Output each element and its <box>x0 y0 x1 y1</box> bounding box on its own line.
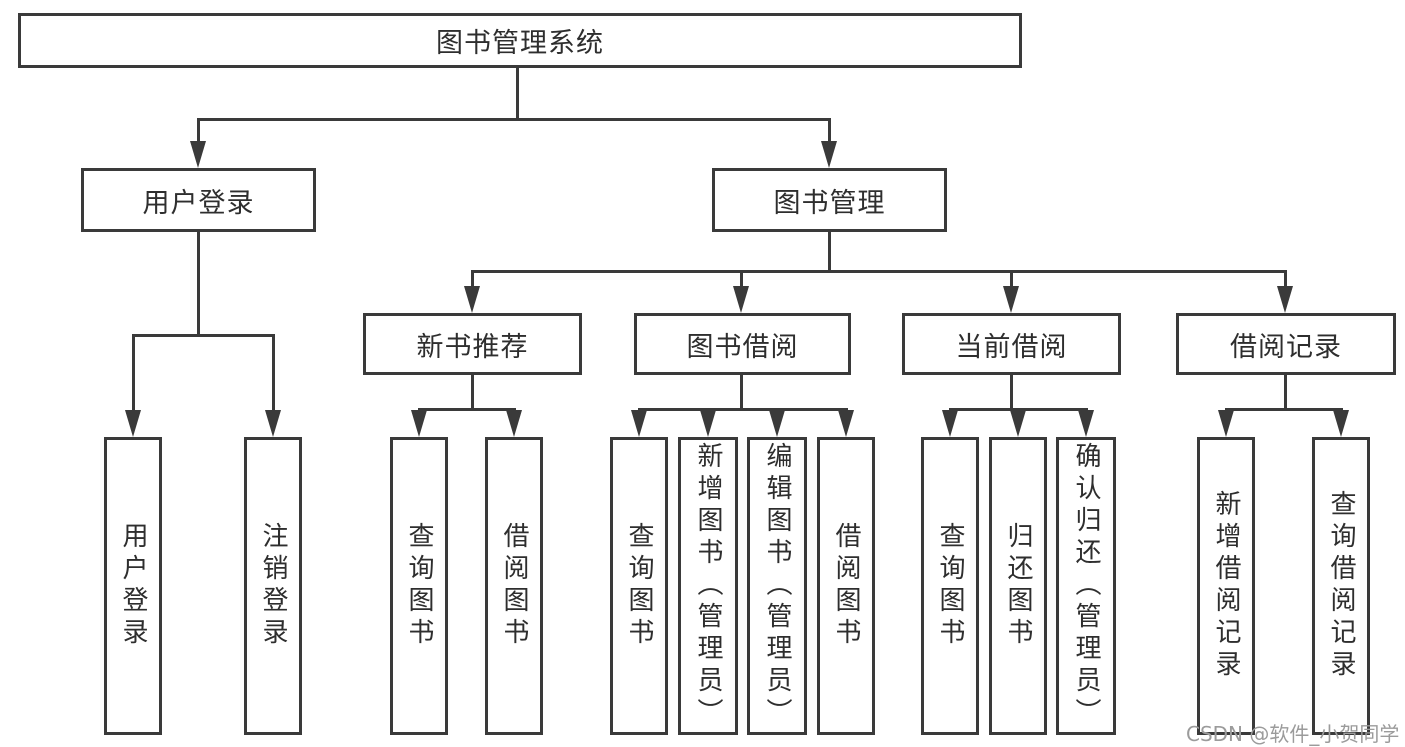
arrow-down-icon <box>821 141 837 168</box>
leaf-query-books-recommend: 查询图书 <box>390 437 448 735</box>
arrow-down-icon <box>1078 410 1094 437</box>
node-label: 当前借阅 <box>955 331 1068 363</box>
arrow-down-icon <box>1003 286 1019 313</box>
connector-line <box>471 270 1287 273</box>
node-label: 借阅记录 <box>1230 331 1342 363</box>
connector-line <box>516 68 519 121</box>
leaf-add-book-admin: 新增图书（管理员） <box>678 437 738 735</box>
node-label: 图书借阅 <box>686 331 799 363</box>
arrow-down-icon <box>265 410 281 437</box>
leaf-query-books-current: 查询图书 <box>921 437 979 735</box>
arrow-down-icon <box>769 410 785 437</box>
leaf-label: 用户登录 <box>118 522 148 650</box>
node-label: 图书管理 <box>773 187 886 219</box>
arrow-down-icon <box>700 410 716 437</box>
leaf-query-books-borrowing: 查询图书 <box>610 437 668 735</box>
arrow-down-icon <box>631 410 647 437</box>
leaf-label: 新增图书（管理员） <box>693 442 723 730</box>
connector-line <box>418 408 516 411</box>
connector-line <box>132 334 275 337</box>
leaf-add-borrow-record: 新增借阅记录 <box>1197 437 1255 735</box>
node-label: 图书管理系统 <box>436 28 604 59</box>
leaf-label: 新增借阅记录 <box>1211 490 1241 682</box>
node-book-borrowing: 图书借阅 <box>634 313 851 375</box>
leaf-borrow-books-recommend: 借阅图书 <box>485 437 543 735</box>
connector-line <box>132 337 135 412</box>
leaf-label: 编辑图书（管理员） <box>762 442 792 730</box>
connector-line <box>828 232 831 273</box>
arrow-down-icon <box>1277 286 1293 313</box>
arrow-down-icon <box>1218 410 1234 437</box>
leaf-return-book: 归还图书 <box>989 437 1047 735</box>
arrow-down-icon <box>506 410 522 437</box>
connector-line <box>828 121 831 143</box>
node-root-library-management-system: 图书管理系统 <box>18 13 1022 68</box>
connector-line <box>740 273 743 288</box>
node-new-book-recommendation: 新书推荐 <box>363 313 582 375</box>
node-book-management: 图书管理 <box>712 168 947 232</box>
arrow-down-icon <box>733 286 749 313</box>
csdn-watermark: CSDN @软件_小贺同学 <box>1186 722 1400 746</box>
leaf-label: 归还图书 <box>1003 522 1033 650</box>
connector-line <box>272 337 275 412</box>
arrow-down-icon <box>1010 410 1026 437</box>
leaf-borrow-books-borrowing: 借阅图书 <box>817 437 875 735</box>
connector-line <box>471 273 474 288</box>
connector-line <box>197 121 200 143</box>
arrow-down-icon <box>411 410 427 437</box>
arrow-down-icon <box>125 410 141 437</box>
leaf-confirm-return-admin: 确认归还（管理员） <box>1056 437 1116 735</box>
node-current-borrowing: 当前借阅 <box>902 313 1121 375</box>
connector-line <box>1010 375 1013 410</box>
connector-line <box>1284 375 1287 410</box>
node-label: 新书推荐 <box>416 331 529 363</box>
leaf-user-login: 用户登录 <box>104 437 162 735</box>
arrow-down-icon <box>464 286 480 313</box>
arrow-down-icon <box>1333 410 1349 437</box>
connector-line <box>949 408 1088 411</box>
connector-line <box>1010 273 1013 288</box>
leaf-label: 借阅图书 <box>499 522 529 650</box>
leaf-label: 借阅图书 <box>831 522 861 650</box>
arrow-down-icon <box>190 141 206 168</box>
leaf-edit-book-admin: 编辑图书（管理员） <box>747 437 807 735</box>
leaf-label: 查询图书 <box>624 522 654 650</box>
connector-line <box>638 408 848 411</box>
leaf-label: 查询借阅记录 <box>1326 490 1356 682</box>
leaf-label: 查询图书 <box>404 522 434 650</box>
leaf-label: 查询图书 <box>935 522 965 650</box>
connector-line <box>740 375 743 410</box>
leaf-label: 注销登录 <box>258 522 288 650</box>
arrow-down-icon <box>838 410 854 437</box>
connector-line <box>197 118 831 121</box>
arrow-down-icon <box>942 410 958 437</box>
connector-line <box>1284 273 1287 288</box>
node-user-login: 用户登录 <box>81 168 316 232</box>
leaf-label: 确认归还（管理员） <box>1071 442 1101 730</box>
connector-line <box>471 375 474 410</box>
connector-line <box>197 232 200 337</box>
leaf-logout: 注销登录 <box>244 437 302 735</box>
connector-line <box>1225 408 1343 411</box>
node-label: 用户登录 <box>142 187 255 219</box>
leaf-query-borrow-record: 查询借阅记录 <box>1312 437 1370 735</box>
node-borrowing-records: 借阅记录 <box>1176 313 1396 375</box>
